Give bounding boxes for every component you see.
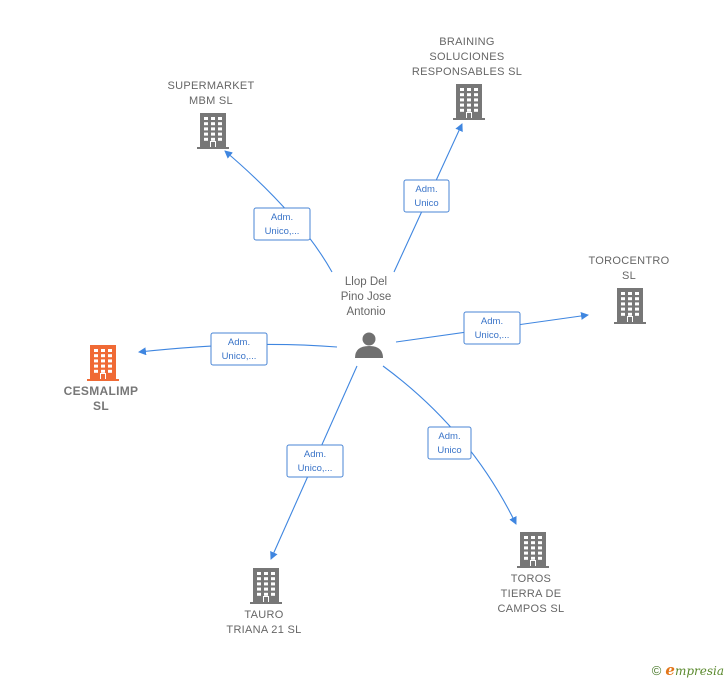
company-name-label: SOLUCIONES [429,51,504,63]
company-name-label: RESPONSABLES SL [412,66,522,78]
edge-role-label: Unico [414,198,438,209]
building-icon [517,532,549,568]
person-name-label: Llop Del [345,276,387,288]
edge-role-box[interactable] [427,426,472,460]
edge-role-label: Adm. [304,449,326,460]
company-node-braining[interactable]: BRAINING SOLUCIONES RESPONSABLES SL [412,36,522,120]
company-name-label: MBM SL [189,95,233,107]
edge-role-label: Unico,... [265,226,300,237]
edge-torocentro[interactable]: Adm. Unico,... [395,311,589,345]
brand-logo: empresia [665,661,724,679]
edge-role-label: Adm. [228,337,250,348]
edge-role-box[interactable] [403,179,450,213]
edge-role-box[interactable] [253,207,311,241]
building-icon [250,568,282,604]
edge-role-label: Unico,... [222,351,257,362]
company-node-tauro[interactable]: TAURO TRIANA 21 SL [226,568,301,636]
edge-role-label: Adm. [271,212,293,223]
company-name-label: TRIANA 21 SL [226,624,301,636]
person-name-label: Antonio [346,306,385,318]
person-name-label: Pino Jose [341,291,392,303]
company-name-label: CAMPOS SL [498,603,565,615]
edge-role-label: Unico [437,445,461,456]
building-icon [197,113,229,149]
copyright-icon: © [651,662,662,678]
edge-role-label: Adm. [438,431,460,442]
edge-cesmalimp[interactable]: Adm. Unico,... [138,332,338,366]
company-name-label: SUPERMARKET [167,80,254,92]
building-icon [87,345,119,381]
company-name-label: SL [93,399,109,413]
edge-tauro[interactable]: Adm. Unico,... [270,365,358,560]
building-icon [614,288,646,324]
footer-brand: © empresia [652,661,724,679]
edge-role-label: Unico,... [298,463,333,474]
company-node-torocentro[interactable]: TOROCENTRO SL [588,255,669,324]
company-name-label: TOROCENTRO [588,255,669,267]
edge-role-box[interactable] [463,311,521,345]
company-name-label: TOROS [511,573,551,585]
edge-role-box[interactable] [210,332,268,366]
edge-toros[interactable]: Adm. Unico [382,365,517,525]
company-name-label: BRAINING [439,36,495,48]
edge-role-box[interactable] [286,444,344,478]
edge-role-label: Adm. [481,316,503,327]
company-name-label: CESMALIMP [64,384,139,398]
company-name-label: SL [622,270,636,282]
edge-role-label: Adm. [415,184,437,195]
edge-role-label: Unico,... [475,330,510,341]
company-name-label: TIERRA DE [501,588,562,600]
person-icon [355,332,383,358]
company-node-toros[interactable]: TOROS TIERRA DE CAMPOS SL [498,532,565,615]
building-icon [453,84,485,120]
edge-braining[interactable]: Adm. Unico [393,123,463,273]
company-node-supermarket[interactable]: SUPERMARKET MBM SL [167,80,254,149]
edge-supermarket[interactable]: Adm. Unico,... [224,150,333,273]
company-name-label: TAURO [244,609,283,621]
